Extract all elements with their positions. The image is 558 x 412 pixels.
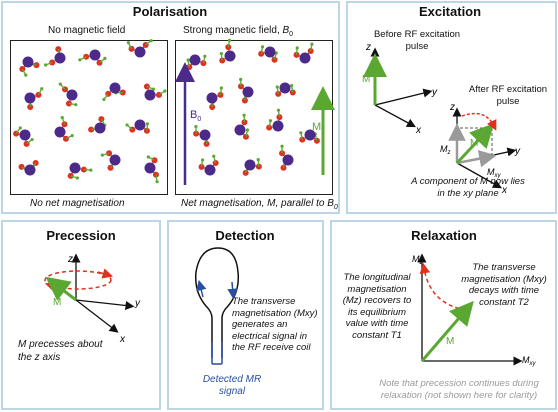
- relaxation-trajectory: [424, 268, 466, 310]
- relax-mxy-label: Mxy: [522, 355, 537, 367]
- relax-m-arrow: [422, 310, 466, 361]
- relax-mz-label: Mz: [412, 254, 423, 266]
- relax-m-label: M: [446, 336, 454, 347]
